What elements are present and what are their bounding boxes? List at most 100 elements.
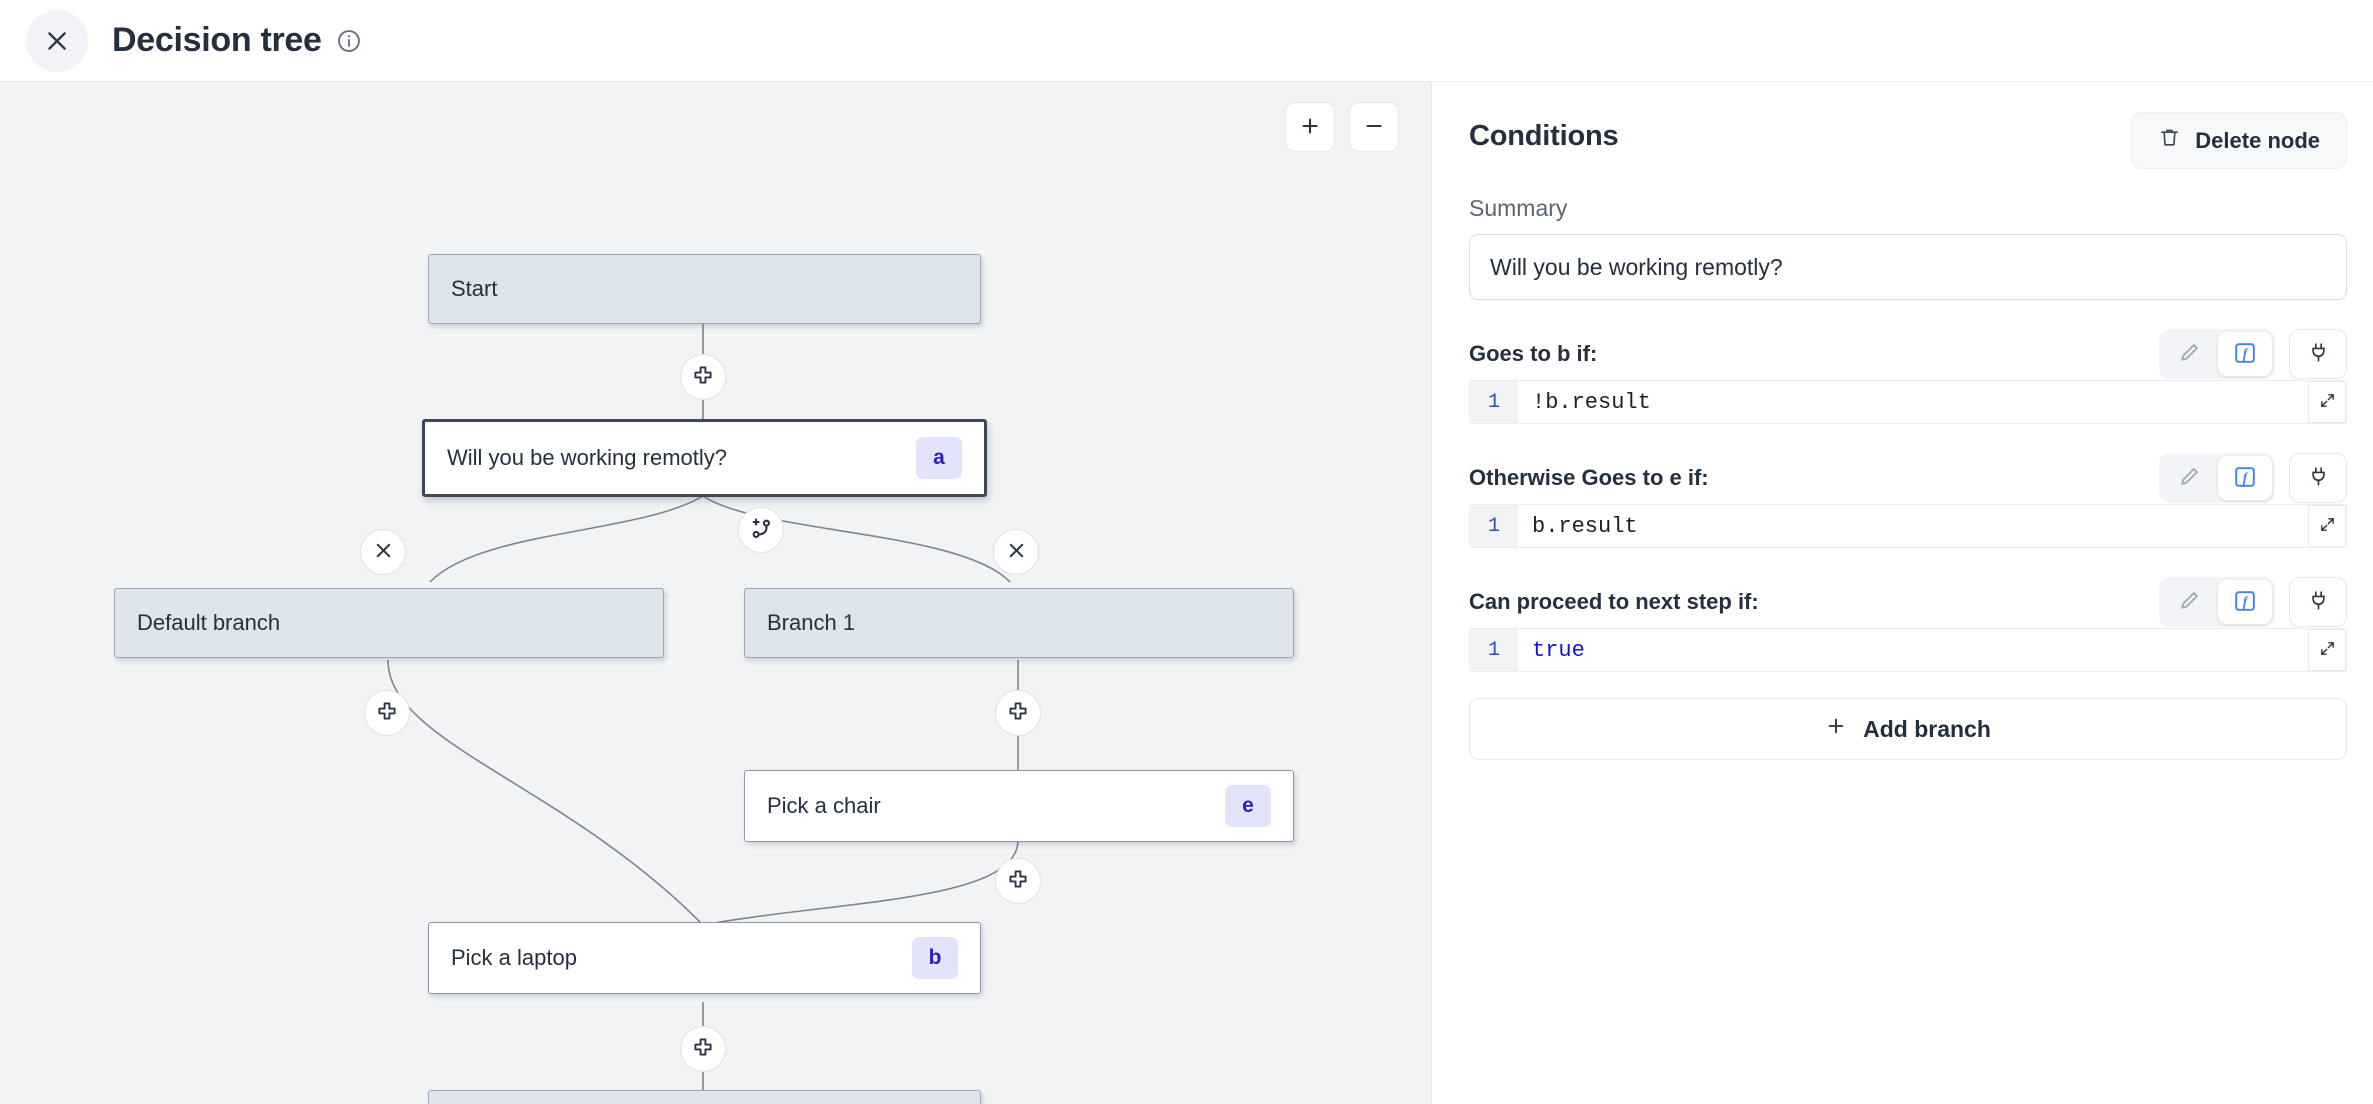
delete-node-button[interactable]: Delete node [2131, 112, 2347, 169]
function-mode-button[interactable]: f [2218, 456, 2272, 500]
line-number: 1 [1470, 505, 1518, 547]
expand-editor-button-2[interactable] [2308, 629, 2346, 671]
close-icon [373, 540, 394, 564]
app-header: Decision tree [0, 0, 2373, 82]
condition-tools: f [2159, 329, 2347, 379]
condition-tools: f [2159, 577, 2347, 627]
panel-header: Conditions Delete node [1469, 112, 2347, 169]
function-f-icon: f [2233, 341, 2257, 368]
mode-toggle-0: f [2159, 329, 2275, 379]
node-label: Pick a laptop [451, 945, 577, 970]
zoom-out-button[interactable] [1349, 102, 1399, 152]
condition-header: Otherwise Goes to e if: [1469, 452, 2347, 504]
expand-diagonal-icon [2319, 640, 2336, 660]
page-title: Decision tree [112, 21, 322, 59]
plug-icon [2307, 465, 2330, 491]
plug-icon [2307, 589, 2330, 615]
edit-mode-button[interactable] [2162, 580, 2216, 624]
pencil-icon [2178, 341, 2201, 367]
connect-button-0[interactable] [2289, 329, 2347, 379]
condition-label: Can proceed to next step if: [1469, 589, 1759, 614]
flow-node-pick-a-chair[interactable]: Pick a chair e [744, 770, 1294, 842]
expand-editor-button-1[interactable] [2308, 505, 2346, 547]
insert-node-button-laptop-to-end[interactable] [680, 1026, 726, 1072]
node-label: Default branch [137, 610, 281, 635]
add-branch-label: Add branch [1863, 715, 1991, 742]
expand-editor-button-0[interactable] [2308, 381, 2346, 423]
code-editor-0[interactable]: 1 !b.result [1469, 380, 2347, 424]
node-badge: e [1225, 785, 1271, 827]
flow-node-default-branch[interactable]: Default branch [114, 588, 664, 658]
svg-text:f: f [2243, 594, 2249, 609]
zoom-controls [1285, 102, 1399, 152]
insert-node-button-branch1[interactable] [995, 690, 1041, 736]
function-f-icon: f [2233, 465, 2257, 492]
svg-text:f: f [2243, 346, 2249, 361]
node-label: Start [451, 276, 498, 301]
plus-square-icon [691, 1036, 715, 1063]
condition-header: Goes to b if: f [1469, 328, 2347, 380]
code-content[interactable]: true [1518, 629, 2346, 671]
minus-icon [1363, 115, 1385, 140]
insert-node-button-default-branch[interactable] [364, 690, 410, 736]
function-mode-button[interactable]: f [2218, 332, 2272, 376]
conditions-panel: Conditions Delete node Summary Goes to b… [1433, 82, 2373, 1104]
zoom-in-button[interactable] [1285, 102, 1335, 152]
flow-node-will-you-be-working-remotly[interactable]: Will you be working remotly? a [422, 419, 987, 497]
close-icon [44, 28, 70, 54]
trash-icon [2158, 126, 2181, 155]
condition-tools: f [2159, 453, 2347, 503]
summary-input[interactable] [1469, 234, 2347, 300]
node-label: Will you be working remotly? [447, 445, 727, 470]
mode-toggle-1: f [2159, 453, 2275, 503]
plus-square-icon [1006, 700, 1030, 727]
add-branch-button[interactable]: Add branch [1469, 698, 2347, 760]
function-f-icon: f [2233, 589, 2257, 616]
connect-button-2[interactable] [2289, 577, 2347, 627]
condition-label: Otherwise Goes to e if: [1469, 465, 1709, 490]
delete-node-label: Delete node [2195, 127, 2320, 153]
expand-diagonal-icon [2319, 392, 2336, 412]
plus-icon [1299, 115, 1321, 140]
insert-node-button-start-to-a[interactable] [680, 354, 726, 400]
condition-block-1: Otherwise Goes to e if: [1469, 452, 2347, 548]
flow-canvas[interactable]: Start Will you be working remotly? a Def… [0, 82, 1432, 1104]
node-badge: b [912, 937, 958, 979]
line-number: 1 [1470, 629, 1518, 671]
close-button[interactable] [26, 9, 88, 72]
flow-node-start[interactable]: Start [428, 254, 981, 324]
flow-node-branch-1[interactable]: Branch 1 [744, 588, 1294, 658]
edit-mode-button[interactable] [2162, 332, 2216, 376]
node-label: Branch 1 [767, 610, 856, 635]
condition-block-2: Can proceed to next step if: [1469, 576, 2347, 672]
code-editor-1[interactable]: 1 b.result [1469, 504, 2347, 548]
git-branch-plus-icon [748, 516, 774, 545]
plug-icon [2307, 341, 2330, 367]
remove-branch-button-default[interactable] [360, 529, 406, 575]
node-label: Pick a chair [767, 793, 881, 818]
flow-node-pick-a-laptop[interactable]: Pick a laptop b [428, 922, 981, 994]
connect-button-1[interactable] [2289, 453, 2347, 503]
mode-toggle-2: f [2159, 577, 2275, 627]
flow-node-end[interactable]: End [428, 1090, 981, 1104]
function-mode-button[interactable]: f [2218, 580, 2272, 624]
plus-square-icon [1006, 868, 1030, 895]
pencil-icon [2178, 589, 2201, 615]
node-badge: a [916, 437, 962, 479]
pencil-icon [2178, 465, 2201, 491]
code-editor-2[interactable]: 1 true [1469, 628, 2347, 672]
add-branch-canvas-button[interactable] [738, 507, 784, 553]
remove-branch-button-branch1[interactable] [993, 529, 1039, 575]
plus-icon [1825, 715, 1847, 743]
code-content[interactable]: !b.result [1518, 381, 2346, 423]
code-content[interactable]: b.result [1518, 505, 2346, 547]
panel-title: Conditions [1469, 120, 1619, 152]
info-circle-icon[interactable] [336, 28, 362, 54]
condition-label: Goes to b if: [1469, 341, 1598, 366]
edit-mode-button[interactable] [2162, 456, 2216, 500]
plus-square-icon [375, 700, 399, 727]
insert-node-button-pick-a-chair[interactable] [995, 858, 1041, 904]
plus-square-icon [691, 364, 715, 391]
condition-header: Can proceed to next step if: [1469, 576, 2347, 628]
svg-text:f: f [2243, 470, 2249, 485]
